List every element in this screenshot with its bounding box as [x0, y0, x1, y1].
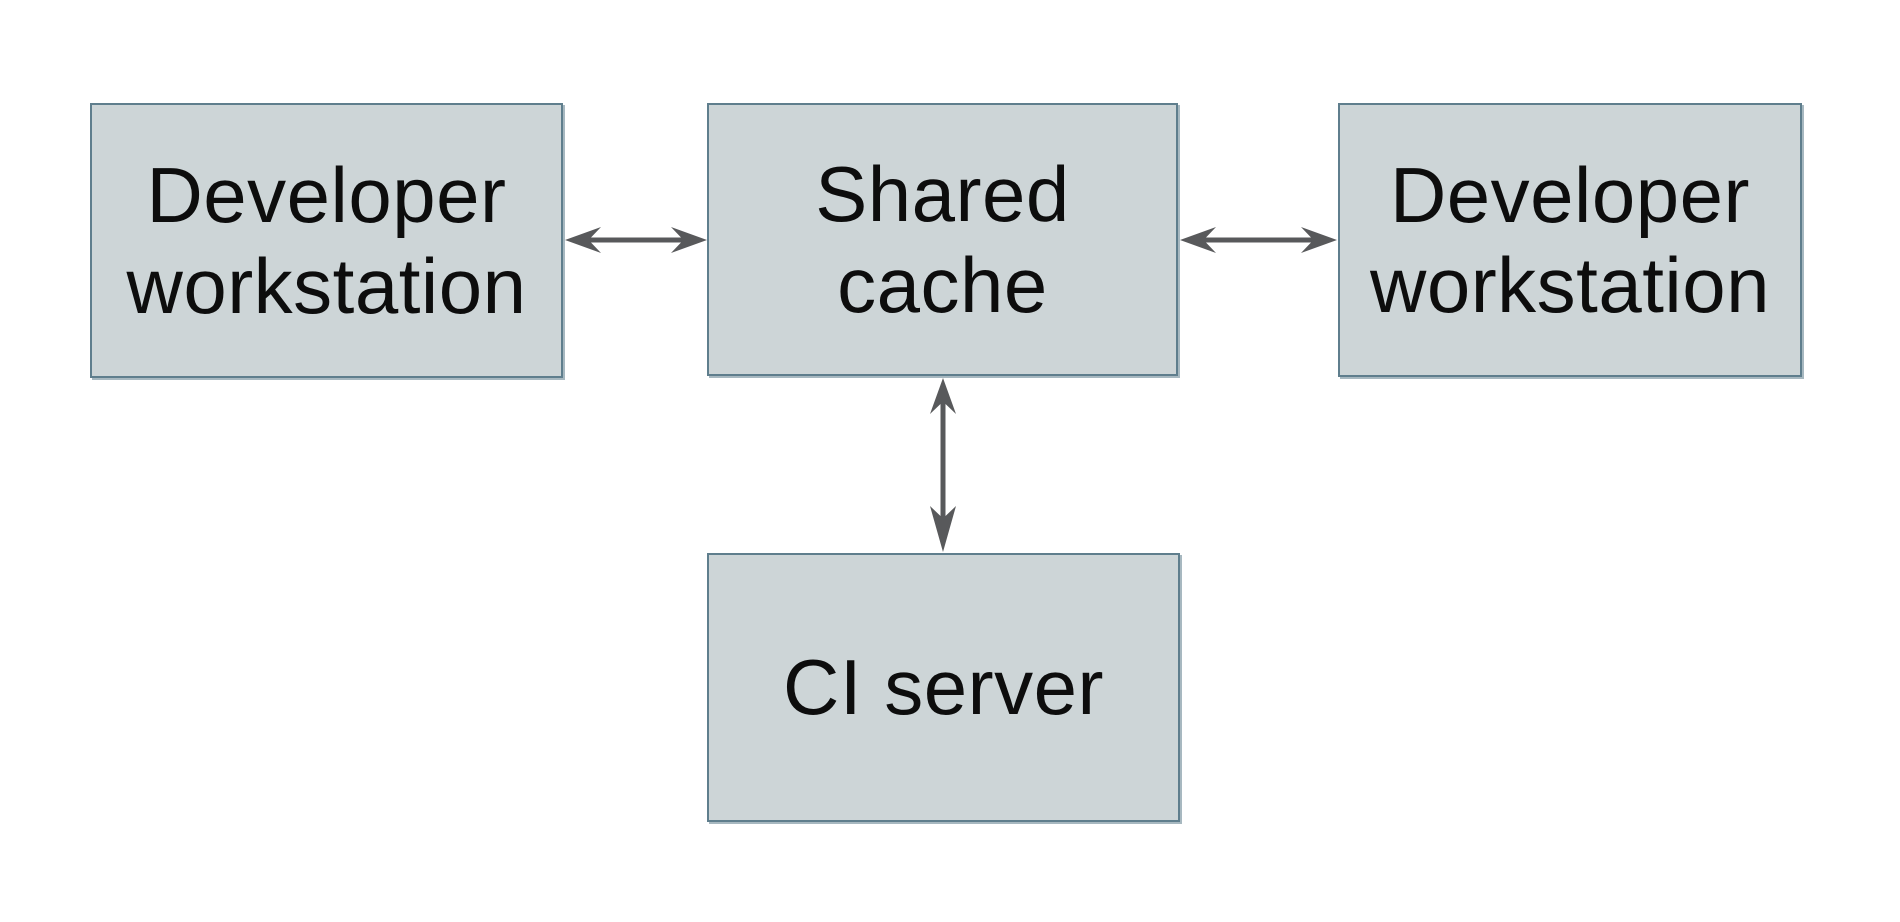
node-label: Developer workstation — [126, 151, 527, 330]
node-ci-server: CI server — [707, 553, 1180, 822]
bidirectional-arrow-icon — [1180, 227, 1337, 253]
bidirectional-arrow-icon — [565, 227, 707, 253]
node-developer-workstation-left: Developer workstation — [90, 103, 563, 378]
node-label: Developer workstation — [1370, 150, 1770, 329]
node-label: CI server — [783, 643, 1104, 732]
node-shared-cache: Shared cache — [707, 103, 1178, 376]
node-developer-workstation-right: Developer workstation — [1338, 103, 1802, 377]
bidirectional-arrow-icon — [930, 378, 956, 552]
node-label: Shared cache — [815, 150, 1070, 329]
